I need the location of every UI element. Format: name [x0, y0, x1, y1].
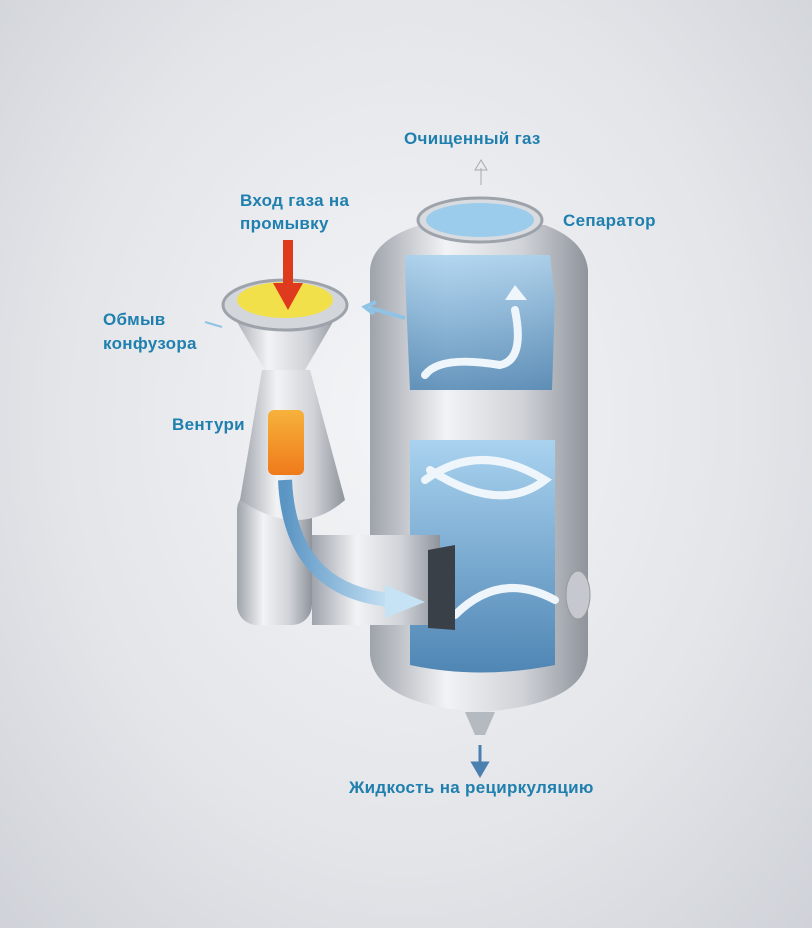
venturi-throat: [268, 410, 304, 475]
separator-vessel: [370, 196, 591, 735]
drain-cone: [465, 712, 495, 735]
gas-inlet-arrow-icon: [273, 240, 303, 310]
label-clean-gas: Очищенный газ: [404, 129, 541, 148]
gas-outlet-opening: [426, 203, 534, 237]
clean-gas-arrow-icon: [474, 159, 488, 185]
flow-arrowhead-icon: [385, 585, 425, 618]
separator-return-arrow-icon: [361, 300, 406, 320]
label-confuser-wash-1: Обмыв: [103, 310, 166, 329]
confuser-wash-arrow-icon: [204, 321, 223, 328]
label-confuser-wash-2: конфузора: [103, 334, 197, 353]
label-liquid-recirculation: Жидкость на рециркуляцию: [349, 778, 594, 797]
flow-arrow: [278, 479, 391, 607]
swirl-arrowhead-icon: [505, 285, 527, 300]
swirl-flow-arrows: [421, 306, 559, 619]
side-nozzle: [565, 570, 591, 620]
label-gas-inlet-2: промывку: [240, 214, 329, 233]
venturi-tube: [221, 278, 455, 630]
label-venturi: Вентури: [172, 415, 245, 434]
label-gas-inlet-1: Вход газа на: [240, 191, 350, 210]
label-separator: Сепаратор: [563, 211, 656, 230]
recirculation-arrow-icon: [470, 745, 490, 778]
